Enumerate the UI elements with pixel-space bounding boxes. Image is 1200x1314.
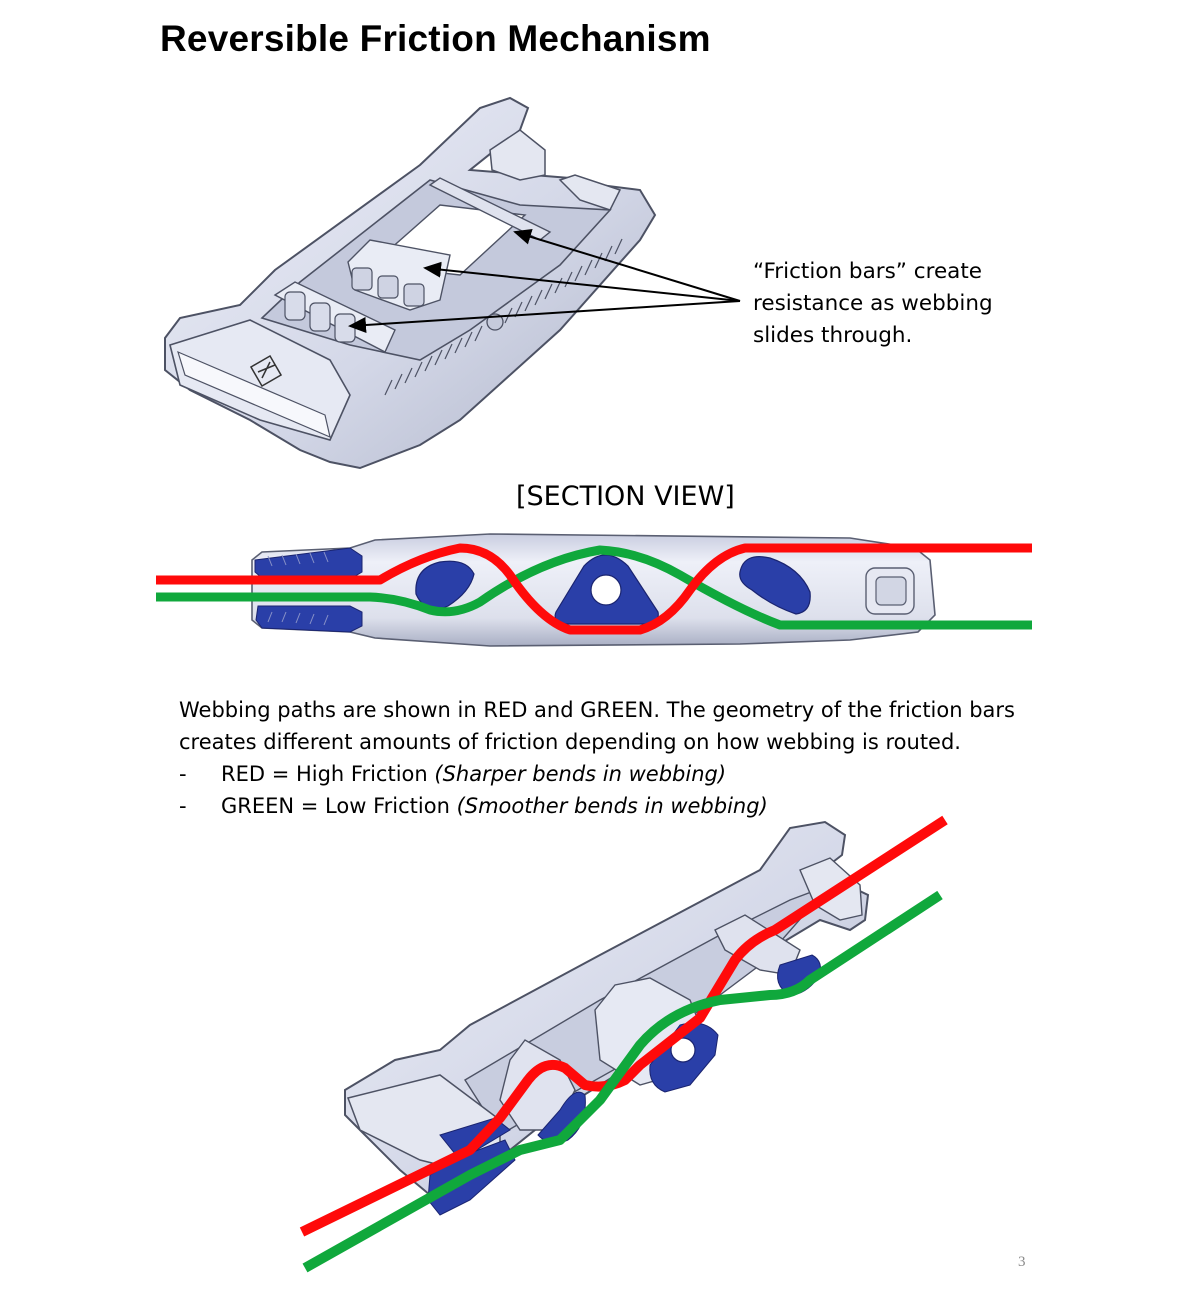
bullet-dash: - xyxy=(179,762,187,786)
bullet-dash: - xyxy=(179,794,187,818)
section-view-label: [SECTION VIEW] xyxy=(516,481,735,512)
bullet-text: RED = High Friction xyxy=(221,762,435,786)
brand-logo-icon xyxy=(249,354,283,388)
description-block: Webbing paths are shown in RED and GREEN… xyxy=(179,694,1015,822)
bullet-note: (Sharper bends in webbing) xyxy=(434,762,727,786)
callout-arrows xyxy=(348,229,741,333)
green-webbing-path-section xyxy=(156,545,1032,630)
callout-line: resistance as webbing xyxy=(753,291,993,316)
green-webbing-path-iso xyxy=(302,890,943,1273)
friction-bars-callout: “Friction bars” create resistance as web… xyxy=(753,256,993,352)
bullet-note: (Smoother bends in webbing) xyxy=(456,794,768,818)
callout-line: slides through. xyxy=(753,323,913,348)
list-item: - RED = High Friction (Sharper bends in w… xyxy=(179,758,1015,790)
bullet-text: GREEN = Low Friction xyxy=(221,794,457,818)
red-webbing-path-section xyxy=(156,543,1032,635)
callout-line: “Friction bars” create xyxy=(753,259,983,284)
description-line: Webbing paths are shown in RED and GREEN… xyxy=(179,698,1016,722)
page-number: 3 xyxy=(1018,1254,1026,1270)
list-item: - GREEN = Low Friction (Smoother bends in… xyxy=(179,790,1015,822)
buckle-bottom-view xyxy=(344,820,870,1216)
page-title: Reversible Friction Mechanism xyxy=(160,18,711,59)
description-line: creates different amounts of friction de… xyxy=(179,730,961,754)
buckle-top-view xyxy=(164,96,657,470)
